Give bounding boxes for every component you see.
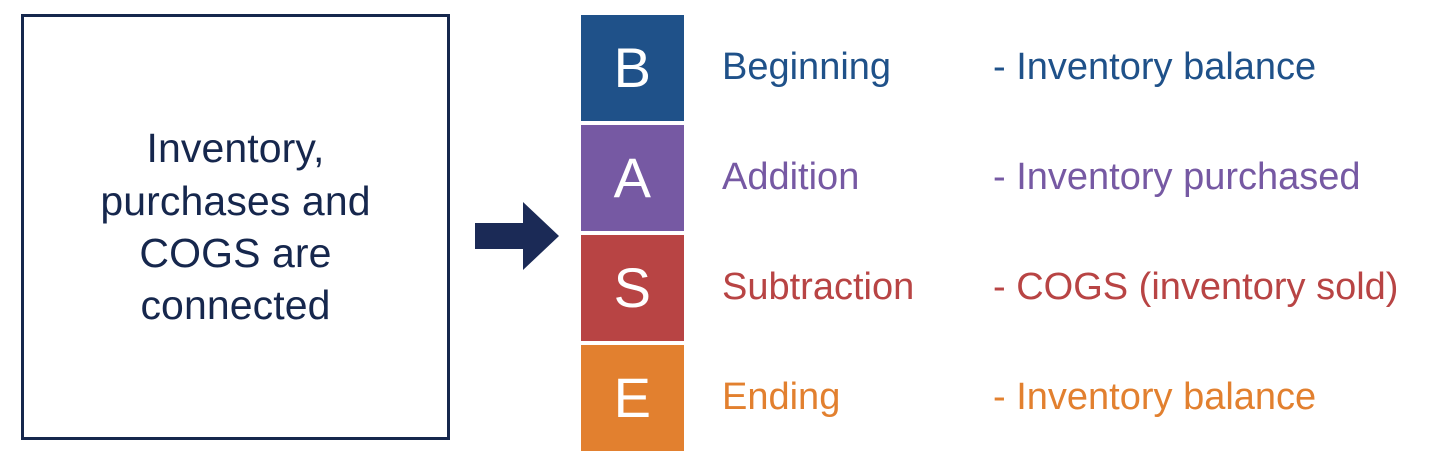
base-label-addition: Addition <box>722 156 860 199</box>
base-rows: B Beginning - Inventory balance A Additi… <box>581 15 1441 451</box>
arrow-right-icon <box>475 202 559 270</box>
base-label-subtraction: Subtraction <box>722 266 915 309</box>
base-description-addition: - Inventory purchased <box>993 156 1361 199</box>
base-chip-letter: B <box>613 36 652 99</box>
base-row-ending: E Ending - Inventory balance <box>581 345 1441 451</box>
base-chip-letter: A <box>613 146 652 209</box>
base-label-ending: Ending <box>722 376 841 419</box>
base-chip-letter: E <box>613 366 652 429</box>
base-chip-letter: S <box>613 256 652 319</box>
base-row-subtraction: S Subtraction - COGS (inventory sold) <box>581 235 1441 341</box>
base-description-subtraction: - COGS (inventory sold) <box>993 266 1399 309</box>
concept-box: Inventory, purchases and COGS are connec… <box>21 14 450 440</box>
base-chip-a: A <box>581 125 684 231</box>
base-chip-s: S <box>581 235 684 341</box>
concept-box-text: Inventory, purchases and COGS are connec… <box>100 125 371 329</box>
base-description-ending: - Inventory balance <box>993 376 1317 419</box>
base-row-addition: A Addition - Inventory purchased <box>581 125 1441 231</box>
base-label-beginning: Beginning <box>722 46 892 89</box>
base-description-beginning: - Inventory balance <box>993 46 1317 89</box>
base-row-beginning: B Beginning - Inventory balance <box>581 15 1441 121</box>
base-chip-b: B <box>581 15 684 121</box>
base-chip-e: E <box>581 345 684 451</box>
